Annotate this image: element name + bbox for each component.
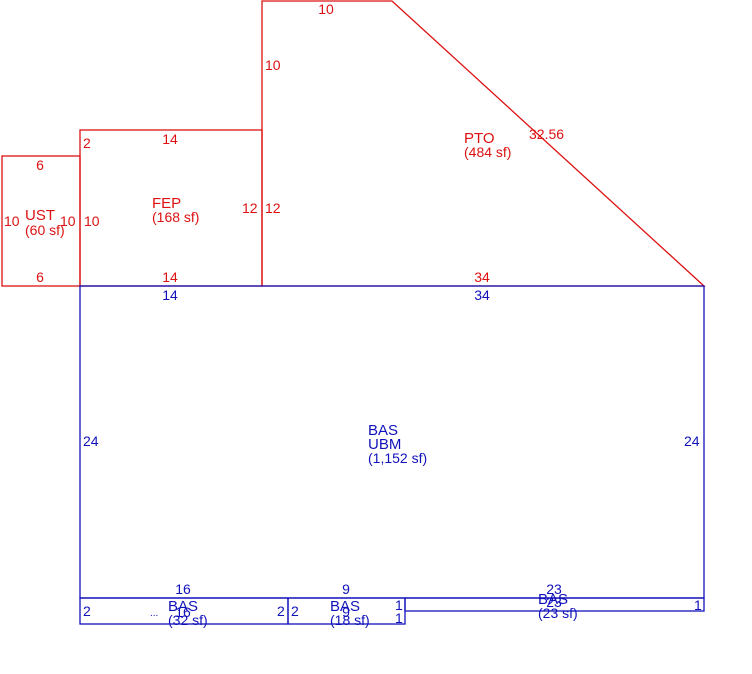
bas-left-code: BAS xyxy=(168,598,198,615)
fep-area: (168 sf) xyxy=(152,209,199,225)
bas-mid-code: BAS xyxy=(330,598,360,615)
pto-code: PTO xyxy=(464,130,495,147)
pto-dim-bottom: 34 xyxy=(474,269,490,285)
ust-dim-left: 10 xyxy=(4,213,20,229)
bas-right-dim-bottom: 23 xyxy=(546,594,562,610)
fep-code: FEP xyxy=(152,195,181,212)
ust-area: (60 sf) xyxy=(25,222,65,238)
lower-outlines xyxy=(79,285,705,625)
pto-area: (484 sf) xyxy=(464,144,511,160)
fep-dim-bottom: 14 xyxy=(162,269,178,285)
bas-right-outline[interactable] xyxy=(404,597,705,612)
ust-dim-top: 6 xyxy=(36,157,44,173)
bas-mid-dim-right-bottom: 1 xyxy=(395,610,403,626)
bas-left-dim-left: 2 xyxy=(83,603,91,619)
pto-dim-left: 10 xyxy=(265,57,281,73)
bas-main-code2: UBM xyxy=(368,436,401,453)
bas-left-area: (32 sf) xyxy=(168,612,208,628)
pto-dim-diagonal: 32.56 xyxy=(529,126,564,142)
fep-dim-left: 10 xyxy=(84,213,100,229)
bas-main-dim-top-left: 14 xyxy=(162,287,178,303)
bas-right-dim-right: 1 xyxy=(694,597,702,613)
bas-mid-dim-bottom: 9 xyxy=(342,604,350,620)
bas-right-area: (23 sf) xyxy=(538,605,578,621)
bas-mid-area: (18 sf) xyxy=(330,612,370,628)
bas-main-dim-right: 24 xyxy=(684,433,700,449)
fep-dim-top: 14 xyxy=(162,131,178,147)
bas-left-dim-top: 16 xyxy=(175,581,191,597)
fep-dim-right: 12 xyxy=(242,200,258,216)
bas-main-code: BAS xyxy=(368,422,398,439)
upper-outlines xyxy=(1,0,706,287)
bas-mid-dim-left: 2 xyxy=(291,603,299,619)
bas-main-area: (1,152 sf) xyxy=(368,450,427,466)
pto-dim-top: 10 xyxy=(318,1,334,17)
ust-dim-right: 10 xyxy=(60,213,76,229)
bas-left-dim-bottom: 16 xyxy=(175,604,191,620)
bas-main-dim-top-right: 34 xyxy=(474,287,490,303)
ust-dim-bottom: 6 xyxy=(36,269,44,285)
bas-mid-dim-top: 9 xyxy=(342,581,350,597)
fep-dim-corner: 2 xyxy=(83,135,91,151)
bas-right-code: BAS xyxy=(538,591,568,608)
bas-left-dim-right: 2 xyxy=(277,603,285,619)
bas-left-ellipsis: ... xyxy=(150,608,158,619)
bas-mid-dim-right-top: 1 xyxy=(395,597,403,613)
bas-main-dim-left: 24 xyxy=(83,433,99,449)
pto-dim-left-lower: 12 xyxy=(265,200,281,216)
ust-code: UST xyxy=(25,207,55,224)
bas-right-dim-top: 23 xyxy=(546,581,562,597)
